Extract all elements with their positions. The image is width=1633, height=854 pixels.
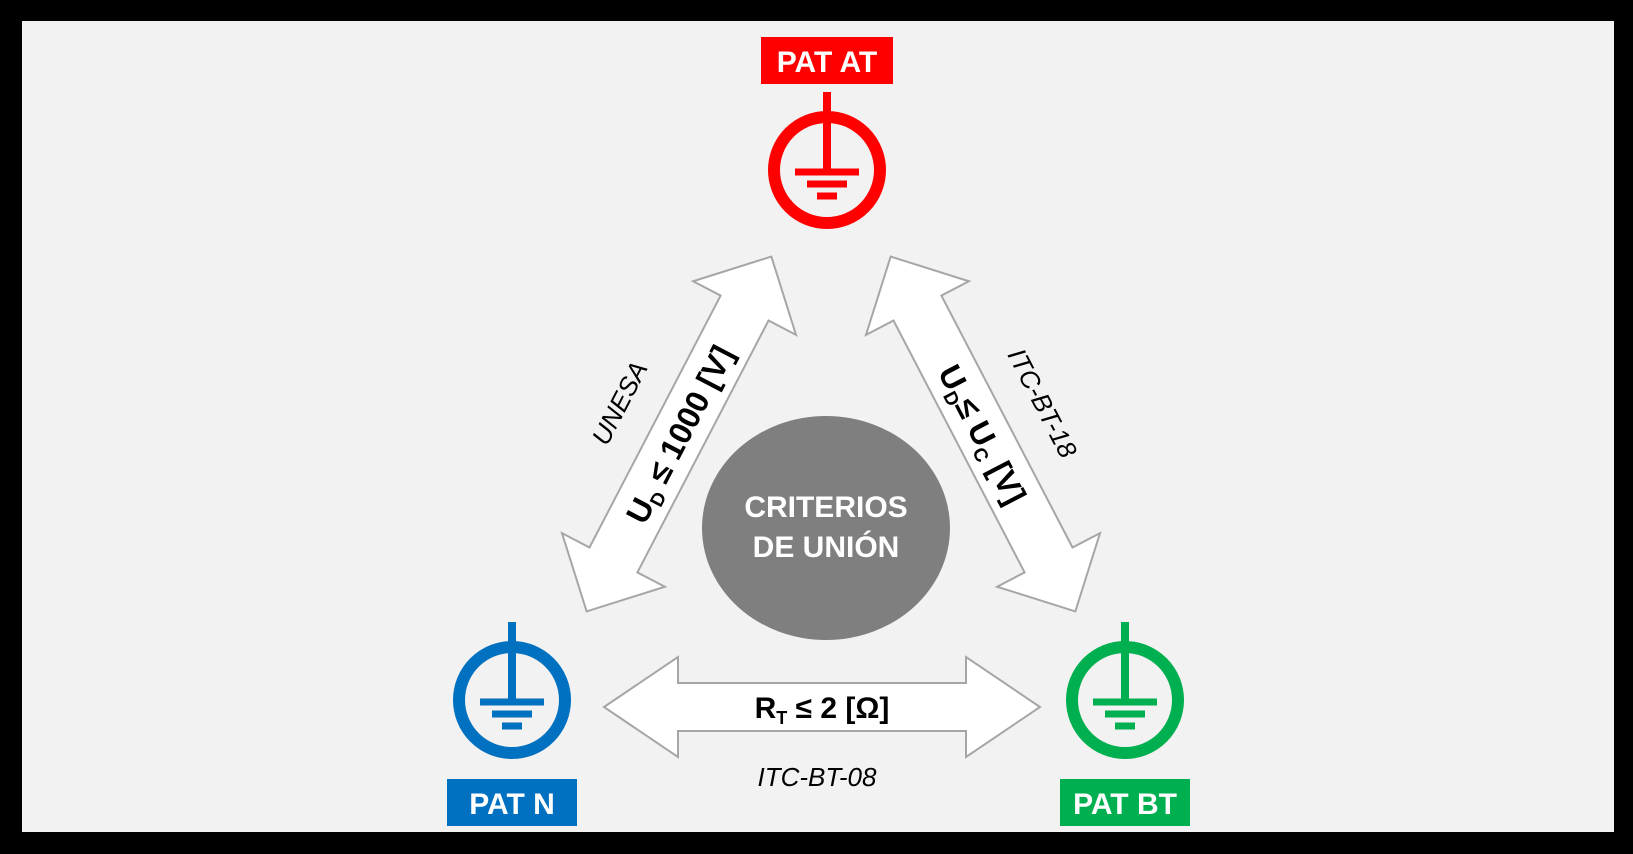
pat-at-node: PAT AT	[761, 37, 893, 229]
criterion-bottom: RT ≤ 2 [Ω]	[755, 692, 890, 728]
center-label-line2: DE UNIÓN	[753, 530, 900, 564]
earth-ground-icon	[768, 92, 886, 229]
source-left: UNESA	[586, 356, 654, 449]
center-label-line1: CRITERIOS	[744, 491, 907, 524]
center-ellipse	[702, 416, 950, 640]
earth-ground-icon	[1066, 622, 1184, 759]
pat-bt-label-box	[1060, 779, 1190, 826]
earth-ground-icon	[453, 622, 571, 759]
pat-n-label: PAT N	[469, 788, 555, 821]
pat-n-node: PAT N	[447, 622, 577, 826]
pat-n-label-box	[447, 779, 577, 826]
pat-bt-label: PAT BT	[1073, 788, 1177, 821]
double-arrow-right	[864, 255, 1102, 613]
double-arrow-bottom	[602, 655, 1042, 759]
pat-bt-node: PAT BT	[1060, 622, 1190, 826]
link-n-bt: RT ≤ 2 [Ω] ITC-BT-08	[602, 655, 1042, 792]
center-criteria-node: CRITERIOS DE UNIÓN	[702, 416, 950, 640]
pat-at-label: PAT AT	[777, 46, 878, 79]
source-bottom: ITC-BT-08	[758, 762, 877, 792]
pat-at-label-box	[761, 37, 893, 84]
double-arrow-left	[560, 255, 798, 613]
